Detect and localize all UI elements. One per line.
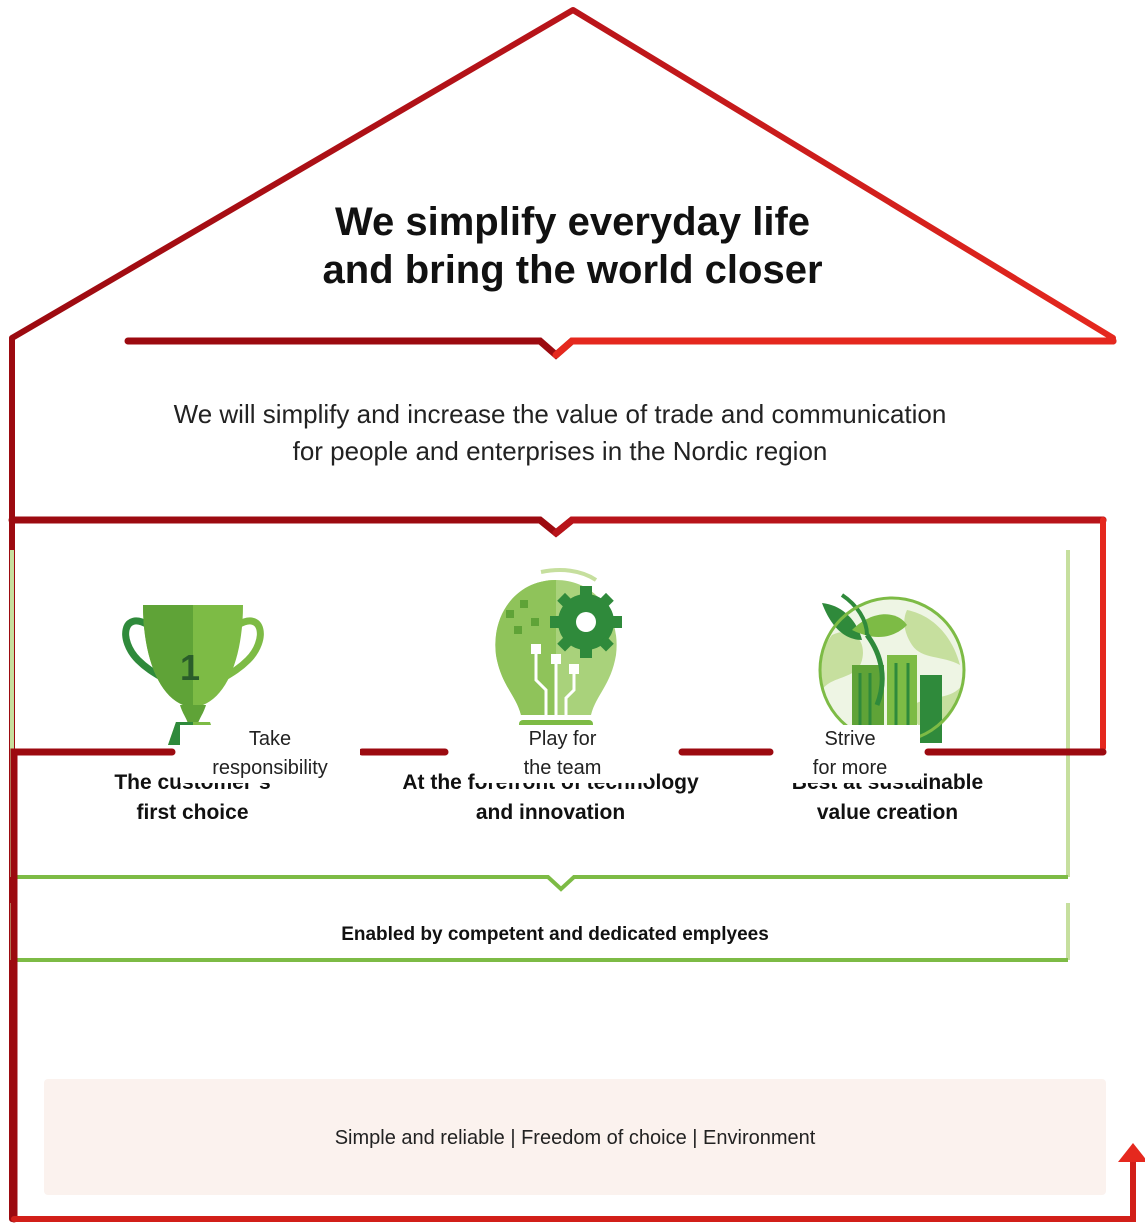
value-3-line-2: for more — [812, 757, 888, 779]
value-strive-for-more: Strive for more — [780, 725, 920, 783]
enabler-text: Enabled by competent and dedicated emply… — [341, 924, 769, 945]
value-2-line-2: the team — [523, 757, 602, 779]
mission-line-2: for people and enterprises in the Nordic… — [292, 436, 828, 466]
pillars-frame — [10, 550, 1070, 962]
globe-leaf-city-icon — [818, 593, 966, 744]
up-arrow-icon — [1118, 1143, 1145, 1162]
bottom-frame — [11, 1157, 1136, 1222]
value-3-line-1: Strive — [824, 728, 876, 750]
value-2-line-1: Play for — [528, 728, 597, 750]
value-1-line-2: responsibility — [212, 757, 328, 779]
trophy-icon: 1 — [122, 605, 264, 745]
mission-statement: We will simplify and increase the value … — [30, 396, 1090, 470]
pillar-technology-line-2: and innovation — [475, 801, 626, 824]
vision-line-2: and bring the world closer — [322, 248, 823, 292]
pillar-sustainability-line-2: value creation — [816, 801, 959, 824]
vision-line-1: We simplify everyday life — [334, 200, 811, 244]
value-play-for-team: Play for the team — [475, 725, 650, 783]
value-take-responsibility: Take responsibility — [180, 725, 360, 783]
value-1-line-1: Take — [248, 728, 292, 750]
values-line — [10, 748, 1107, 1223]
mission-line-1: We will simplify and increase the value … — [173, 399, 947, 429]
vision-headline: We simplify everyday life and bring the … — [180, 198, 965, 294]
svg-text:1: 1 — [180, 647, 200, 688]
brand-promise-box — [44, 1079, 1106, 1195]
pillar-customer-line-2: first choice — [136, 801, 249, 824]
brand-promise-text: Simple and reliable | Freedom of choice … — [334, 1127, 816, 1149]
